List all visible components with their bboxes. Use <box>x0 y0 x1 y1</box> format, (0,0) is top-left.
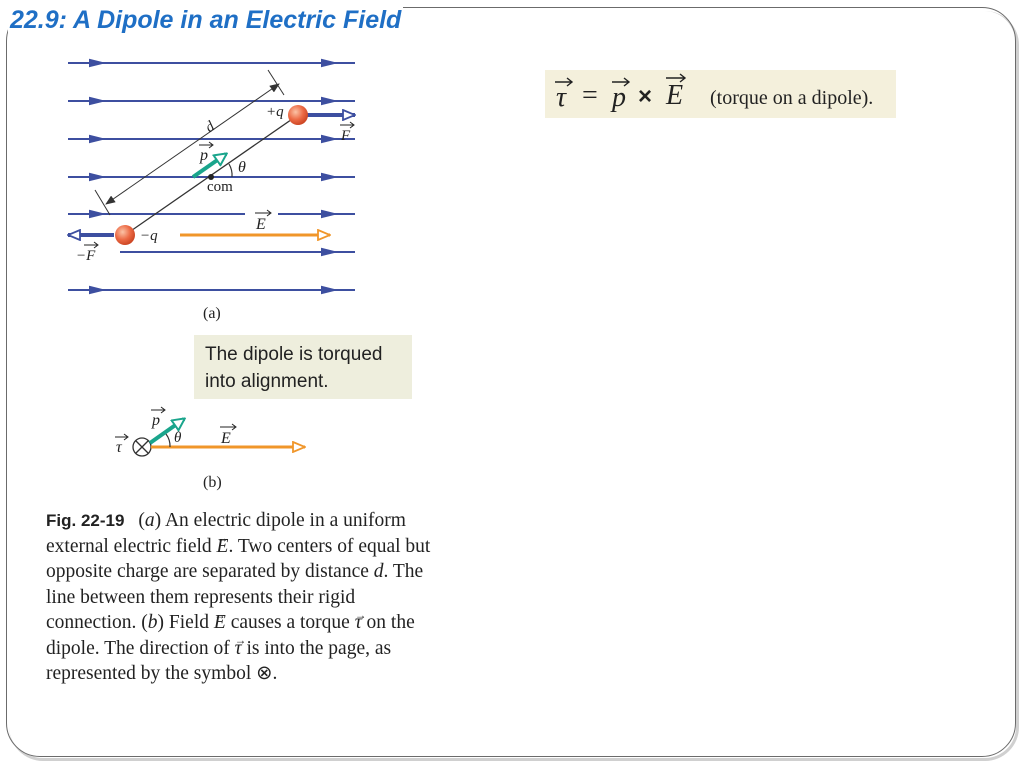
dipole-moment-arrow <box>191 154 226 179</box>
positive-charge-label: +q <box>266 104 284 120</box>
equation-equals: = <box>582 80 598 111</box>
field-label-b: E <box>220 430 231 447</box>
slide-frame-shadow <box>9 11 1019 761</box>
distance-label: d <box>202 118 218 136</box>
caption-label: Fig. 22-19 <box>46 511 125 530</box>
slide-title: 22.9: A Dipole in an Electric Field <box>8 6 404 35</box>
com-label: com <box>207 179 233 195</box>
neg-force-label: −F <box>76 248 96 264</box>
equation-cross: × <box>638 83 652 110</box>
figure-caption: Fig. 22-19(a) An electric dipole in a un… <box>46 508 438 687</box>
callout-box: The dipole is torqued into alignment. <box>194 335 412 399</box>
angle-label-a: θ <box>238 159 246 176</box>
panel-label-b: (b) <box>203 474 222 491</box>
negative-charge-label: −q <box>140 228 158 244</box>
negative-charge <box>115 225 135 245</box>
field-label-a: E <box>255 216 266 233</box>
angle-arc-b <box>165 433 171 448</box>
dipole-moment-arrow-b <box>148 419 184 445</box>
slide-frame <box>6 7 1016 757</box>
equation-tau: τ <box>556 82 567 113</box>
distance-marker <box>105 83 280 205</box>
dipole-label-b: p <box>151 412 160 429</box>
positive-charge <box>288 105 308 125</box>
torque-label-b: τ <box>116 439 123 456</box>
force-label: F <box>340 128 351 144</box>
equation-note: (torque on a dipole). <box>710 87 873 109</box>
angle-label-b: θ <box>174 430 182 446</box>
com-dot <box>208 174 214 180</box>
panel-label-a: (a) <box>203 305 221 322</box>
angle-arc <box>228 163 233 178</box>
equation-p: p <box>610 82 626 113</box>
dipole-label-a: p <box>199 147 208 164</box>
equation-E: E <box>665 80 683 111</box>
